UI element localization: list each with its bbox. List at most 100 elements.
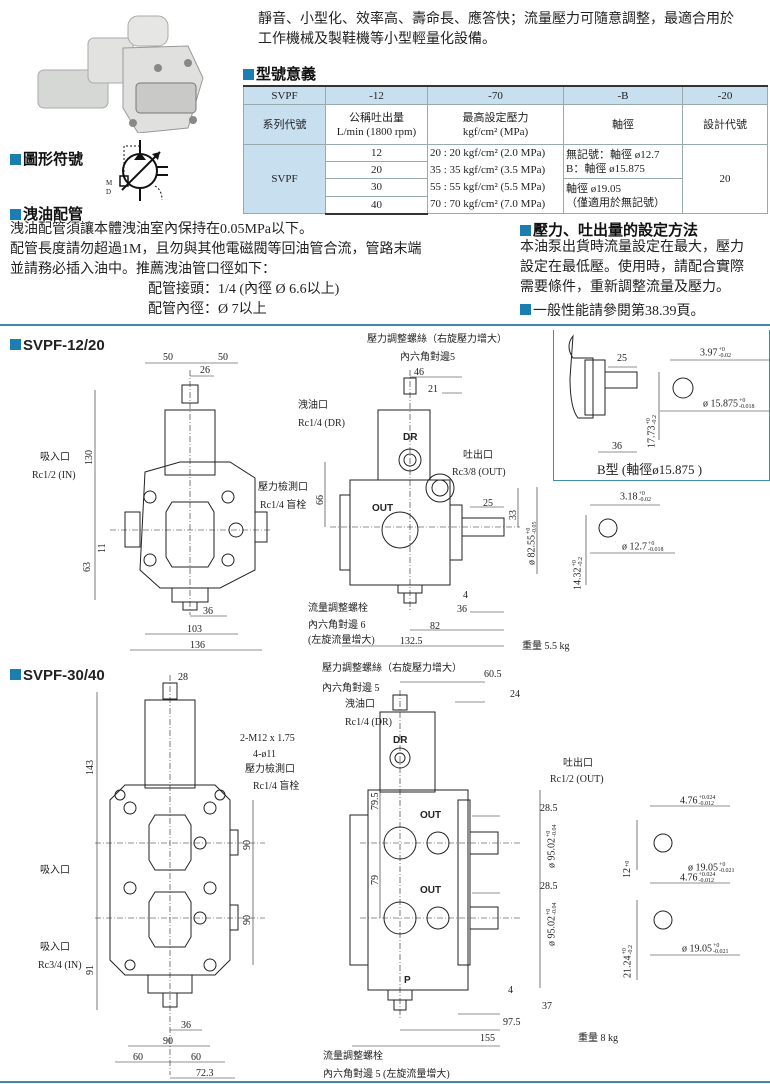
- dim-132-5: 132.5: [400, 636, 423, 647]
- drain-port-label: 洩油口: [345, 699, 375, 710]
- product-photo: [28, 8, 218, 133]
- dim-value: ø 12.7: [622, 541, 647, 553]
- dim-103: 103: [187, 624, 202, 635]
- btype-caption: B型 (軸徑ø15.875 ): [597, 462, 703, 477]
- svpf1220-title: SVPF-12/20: [10, 337, 105, 354]
- dim-pilot-diameter-lower: ø 95.02+0-0.04: [546, 903, 558, 947]
- section-divider: [0, 324, 770, 326]
- cell-line: 35 : 35 kgf/cm² (3.5 MPa): [430, 164, 546, 176]
- table-row: 20: [244, 161, 768, 179]
- dim-28: 28: [178, 672, 188, 683]
- dim-50-right: 50: [218, 352, 228, 363]
- svpf3040-shaft-key-views: [636, 805, 740, 980]
- std-key-width: 3.18+0-0.02: [620, 491, 651, 503]
- tol-upper: +0: [638, 491, 645, 497]
- btype-key-width: 3.97+0-0.02: [700, 347, 731, 359]
- hex-size-label: 內六角對邊 5: [322, 683, 380, 694]
- table-cell: 20: [325, 161, 428, 179]
- tol-lower: -0.018: [648, 547, 664, 553]
- dim-26: 26: [200, 365, 210, 376]
- setting-text: 本油泵出貨時流量設定在最大，壓力 設定在最低壓。使用時，請配合實際 需要條件，重…: [520, 238, 744, 322]
- tolerance: +0-0.02: [639, 491, 652, 503]
- drain-inner-diameter: 配管內徑：Ø 7以上: [148, 302, 267, 317]
- key-height-upper: 12+0: [622, 861, 633, 878]
- dim-90-lower: 90: [242, 915, 253, 925]
- pressure-screw-label: 壓力調整螺絲（右旋壓力增大）: [367, 334, 507, 345]
- cell-line: 軸徑 ø19.05: [566, 183, 621, 195]
- tol-lower: -0.2: [652, 415, 658, 425]
- weight-label: 重量 8 kg: [578, 1033, 618, 1044]
- svpf3040-front-view: [95, 675, 265, 1079]
- dim-value: 4.76: [680, 872, 698, 884]
- intro-line-1: 靜音、小型化、效率高、壽命長、應答快；流量壓力可隨意調整，最適合用於: [258, 12, 734, 27]
- dr-mark: DR: [403, 432, 418, 443]
- outlet-port-label: 吐出口: [563, 758, 593, 769]
- drain-line: 並請務必插入油中。推薦洩油管口徑如下：: [10, 262, 276, 277]
- std-shaft-diameter: ø 12.7+0-0.018: [622, 541, 664, 553]
- table-row: 40: [244, 195, 768, 215]
- drain-fitting: 配管接頭：1/4 (內徑 Ø 6.6以上): [148, 282, 340, 297]
- setting-heading: 壓力、吐出量的設定方法: [520, 219, 698, 240]
- suction-port-spec: Rc3/4 (IN): [38, 960, 82, 971]
- tol-upper: +0: [624, 860, 631, 867]
- shaft-diameter-lower: ø 19.05+0-0.021: [682, 943, 729, 955]
- dim-pilot-diameter-upper: ø 95.02+0-0.04: [546, 825, 558, 869]
- svpf1220-side-view: [324, 370, 538, 647]
- tol-upper: +0: [648, 541, 655, 547]
- tolerance: +0-0.021: [719, 862, 735, 874]
- tolerance: +0: [625, 861, 631, 867]
- dim-60-right: 60: [191, 1052, 201, 1063]
- tol-lower: -0.02: [718, 353, 732, 359]
- tol-lower: -0.012: [698, 801, 715, 807]
- out-mark-upper: OUT: [420, 810, 442, 821]
- table-cell: 軸徑 ø19.05（僅適用於無記號）: [563, 178, 683, 214]
- dim-60-left: 60: [133, 1052, 143, 1063]
- svpf3040-title-text: SVPF-30/40: [23, 667, 105, 684]
- symbol-label-m: M: [106, 179, 113, 187]
- model-heading: 型號意義: [243, 63, 316, 84]
- model-heading-text: 型號意義: [256, 66, 317, 83]
- cell-line: B：軸徑 ø15.875: [566, 162, 645, 175]
- flow-screw-label: 流量調整螺栓: [308, 603, 368, 614]
- flow-direction-label: (左旋流量增大): [308, 635, 375, 646]
- out-mark: OUT: [372, 503, 394, 514]
- dim-90: 90: [163, 1036, 173, 1047]
- dr-mark: DR: [393, 735, 408, 746]
- svpf1220-front-view: [94, 362, 270, 651]
- pressure-screw-label: 壓力調整螺絲（右旋壓力增大）: [322, 663, 462, 674]
- svpf3040-side-view: [349, 681, 541, 1047]
- btype-shaft-diameter: ø 15.875+0-0.018: [703, 398, 755, 410]
- drain-text: 洩油配管須讓本體洩油室內保持在0.05MPa以下。 配管長度請勿超過1M，且勿與…: [10, 220, 421, 320]
- dim-value: ø 82.55: [526, 535, 538, 565]
- tolerance: +0-0.04: [546, 903, 558, 916]
- performance-note: 一般性能請參閱第38.39頁。: [533, 304, 705, 319]
- tolerance: +0-0.021: [713, 943, 729, 955]
- tolerance: +0-0.018: [739, 398, 755, 410]
- dim-36: 36: [203, 606, 213, 617]
- table-cell: 40: [325, 195, 428, 215]
- hex-size-label: 內六角對邊5: [400, 352, 455, 363]
- suction-port-label-2: 吸入口: [40, 942, 70, 953]
- cell-line: 公稱吐出量: [349, 111, 404, 124]
- tolerance: +0-0.02: [719, 347, 732, 359]
- tol-lower: -0.2: [628, 945, 634, 955]
- tol-upper: +0.024: [698, 795, 716, 801]
- tol-lower: -0.021: [719, 868, 735, 874]
- dim-value: ø 19.05: [688, 862, 718, 874]
- drain-port-spec: Rc1/4 (DR): [298, 418, 345, 429]
- setting-line: 需要條件，重新調整流量及壓力。: [520, 280, 730, 295]
- btype-dim-25: 25: [617, 353, 627, 364]
- dim-value: ø 15.875: [703, 398, 738, 410]
- key-width-lower: 4.76+0.024-0.012: [680, 872, 715, 884]
- dim-37: 37: [542, 1001, 552, 1012]
- dim-46: 46: [414, 367, 424, 378]
- dim-91: 91: [85, 965, 96, 975]
- out-mark-lower: OUT: [420, 885, 442, 896]
- cell-line: 無記號：軸徑 ø12.7: [566, 148, 660, 161]
- flow-hex-label: 內六角對邊 5 (左旋流量增大): [323, 1069, 450, 1080]
- dim-value: 3.18: [620, 491, 638, 503]
- symbol-heading-text: 圖形符號: [23, 151, 84, 168]
- table-row: SVPF 12 20 : 20 kgf/cm² (2.0 MPa) 35 : 3…: [243, 144, 768, 214]
